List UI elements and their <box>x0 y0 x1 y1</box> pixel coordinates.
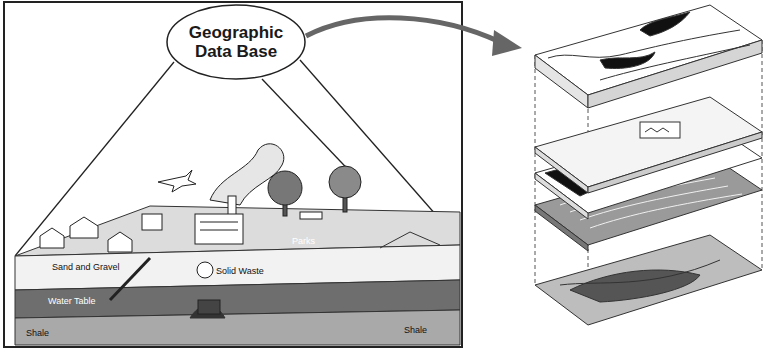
house <box>40 228 64 248</box>
windows <box>200 222 238 230</box>
layer-label: Sand and Gravel <box>52 262 120 272</box>
layer-stack <box>535 5 762 325</box>
layer-side <box>535 55 588 108</box>
symbol-box <box>640 122 680 138</box>
factory-building <box>195 214 243 244</box>
arrow-head <box>492 30 522 56</box>
stream <box>380 232 440 248</box>
layer-side <box>588 40 762 108</box>
trees <box>268 166 361 219</box>
houses <box>40 214 162 300</box>
house <box>142 214 162 230</box>
layer-symbols <box>535 97 762 193</box>
window-row <box>200 222 238 223</box>
factory <box>195 144 284 314</box>
house <box>70 217 98 238</box>
lake <box>640 12 690 36</box>
node-label: Geographic Data Base <box>180 23 292 61</box>
ellipse-shape <box>167 5 305 79</box>
curved-arrow <box>306 18 500 42</box>
layer-label: Parks <box>292 236 315 246</box>
layer-side <box>535 147 588 193</box>
airplane <box>158 170 196 192</box>
symbol-line <box>645 128 669 132</box>
shale-layer <box>15 310 460 345</box>
guide-line <box>762 40 763 270</box>
database-ellipse: Geographic Data Base <box>166 4 306 80</box>
layer-top <box>535 5 762 108</box>
window-row <box>200 230 238 231</box>
layer-side <box>588 132 762 193</box>
layer-label: Solid Waste <box>216 266 264 276</box>
layer-face <box>535 235 762 325</box>
layer-label: Shale <box>26 328 49 338</box>
house <box>108 232 132 252</box>
view-line <box>15 62 174 256</box>
tree-crown <box>268 171 302 205</box>
layer-label: Shale <box>404 325 427 335</box>
waste-drums <box>198 300 220 314</box>
tree-crown <box>329 166 361 198</box>
lake <box>600 52 655 68</box>
guide-line <box>535 55 536 285</box>
layer-label: Water Table <box>48 296 96 306</box>
layer-terrain <box>535 235 762 325</box>
waste-tank <box>197 262 213 278</box>
frame <box>4 2 462 347</box>
landscape-block <box>15 206 460 345</box>
terrain-line <box>560 260 720 285</box>
terrain-patch <box>570 270 700 302</box>
guide-lines <box>535 40 762 325</box>
bench <box>300 212 322 219</box>
river <box>600 45 750 80</box>
